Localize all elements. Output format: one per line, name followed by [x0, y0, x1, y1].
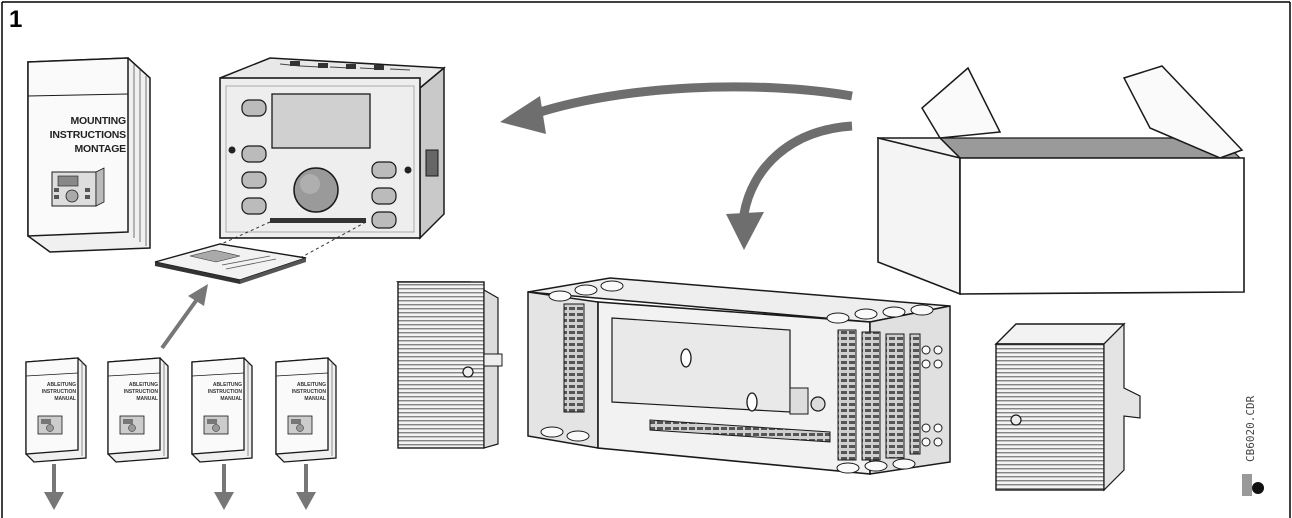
file-code-label: CB6020.CDR — [1244, 395, 1257, 462]
device-button — [371, 161, 397, 179]
small-manual-title-line-2: INSTRUCTION — [292, 389, 327, 395]
arrow-box-to-controller — [526, 82, 853, 121]
device-button — [241, 145, 267, 163]
device-button — [241, 99, 267, 117]
small-manual-title-line-1: ABLEITUNG — [129, 382, 158, 388]
device-display — [271, 93, 371, 149]
mounting-instructions-manual: MOUNTING INSTRUCTIONS MONTAGE — [27, 57, 151, 253]
memory-card — [154, 221, 367, 284]
controller-unit — [219, 57, 446, 240]
left-terminal-cover — [395, 281, 503, 449]
flow-arrows — [44, 82, 853, 510]
arrow-head — [188, 284, 208, 306]
small-manual-title-line-2: INSTRUCTION — [208, 389, 243, 395]
small-manual-title-line-1: ABLEITUNG — [297, 382, 326, 388]
small-manual-title-line-3: MANUAL — [304, 396, 326, 402]
small-manual-title-line-2: INSTRUCTION — [42, 389, 77, 395]
manual-cover-device-icon — [51, 167, 105, 207]
right-terminal-cover — [994, 322, 1141, 492]
down-arrow — [44, 464, 64, 510]
arrow-box-to-base — [739, 121, 853, 215]
arrow-head — [500, 96, 546, 134]
device-button — [371, 211, 397, 229]
manual-title-line-2: INSTRUCTIONS — [50, 129, 127, 141]
camera-icon — [1242, 474, 1264, 496]
device-button — [371, 187, 397, 205]
manual-title-line-1: MOUNTING — [70, 115, 126, 127]
down-arrow — [214, 464, 234, 510]
small-manual-title-line-3: MANUAL — [136, 396, 158, 402]
manual-title-line-3: MONTAGE — [75, 143, 127, 155]
card-slot — [270, 218, 366, 223]
device-button — [241, 197, 267, 215]
device-led-left — [228, 146, 236, 154]
mounting-base — [527, 277, 951, 475]
arrow-head — [726, 212, 764, 250]
small-manual-title-line-1: ABLEITUNG — [213, 382, 242, 388]
down-arrow — [296, 464, 316, 510]
device-led-right — [404, 166, 412, 174]
device-button — [241, 171, 267, 189]
cardboard-box — [876, 65, 1245, 296]
small-manuals-row: ABLEITUNGINSTRUCTIONMANUALABLEITUNGINSTR… — [25, 357, 337, 463]
small-manual-title-line-1: ABLEITUNG — [47, 382, 76, 388]
small-manual-title-line-3: MANUAL — [220, 396, 242, 402]
figure-number: 1 — [9, 6, 23, 33]
arrow-manual-to-card — [160, 296, 200, 350]
small-manual-title-line-2: INSTRUCTION — [124, 389, 159, 395]
small-manual-title-line-3: MANUAL — [54, 396, 76, 402]
